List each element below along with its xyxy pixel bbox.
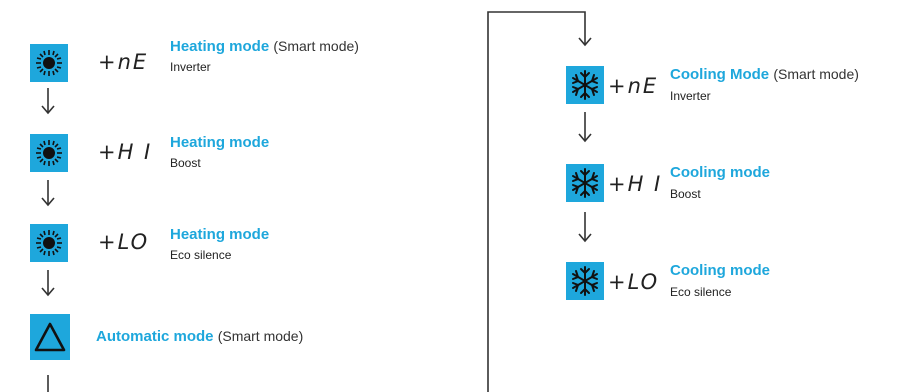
cooling-code-eco: +LO bbox=[608, 270, 660, 294]
cooling-sub-inverter: Inverter bbox=[670, 89, 711, 103]
snowflake-icon bbox=[569, 167, 601, 199]
sun-icon bbox=[34, 138, 64, 168]
heating-code-inverter: +nE bbox=[98, 50, 149, 74]
heating-inverter-tile bbox=[30, 44, 68, 82]
cooling-title-boost: Cooling mode bbox=[670, 164, 770, 181]
sun-icon bbox=[34, 48, 64, 78]
cooling-sub-eco: Eco silence bbox=[670, 285, 732, 299]
cooling-code-boost: +H I bbox=[608, 172, 663, 196]
snowflake-icon bbox=[569, 265, 601, 297]
cooling-code-inverter: +nE bbox=[608, 74, 659, 98]
cooling-inverter-tile bbox=[566, 66, 604, 104]
cooling-sub-boost: Boost bbox=[670, 187, 701, 201]
heating-sub-eco: Eco silence bbox=[170, 248, 232, 262]
heating-title-inverter: Heating mode (Smart mode) bbox=[170, 38, 359, 55]
heating-sub-inverter: Inverter bbox=[170, 60, 211, 74]
heating-title-eco: Heating mode bbox=[170, 226, 270, 243]
snowflake-icon bbox=[569, 69, 601, 101]
cooling-title-inverter: Cooling Mode (Smart mode) bbox=[670, 66, 859, 83]
cooling-boost-tile bbox=[566, 164, 604, 202]
heating-code-boost: +H I bbox=[98, 140, 153, 164]
cooling-title-eco: Cooling mode bbox=[670, 262, 770, 279]
heating-title-boost: Heating mode bbox=[170, 134, 270, 151]
heating-code-eco: +LO bbox=[98, 230, 150, 254]
sun-icon bbox=[34, 228, 64, 258]
automatic-title: Automatic mode (Smart mode) bbox=[96, 328, 304, 345]
cooling-eco-tile bbox=[566, 262, 604, 300]
heating-boost-tile bbox=[30, 134, 68, 172]
heating-sub-boost: Boost bbox=[170, 156, 201, 170]
triangle-icon bbox=[33, 321, 67, 353]
automatic-tile bbox=[30, 314, 70, 360]
heating-eco-tile bbox=[30, 224, 68, 262]
